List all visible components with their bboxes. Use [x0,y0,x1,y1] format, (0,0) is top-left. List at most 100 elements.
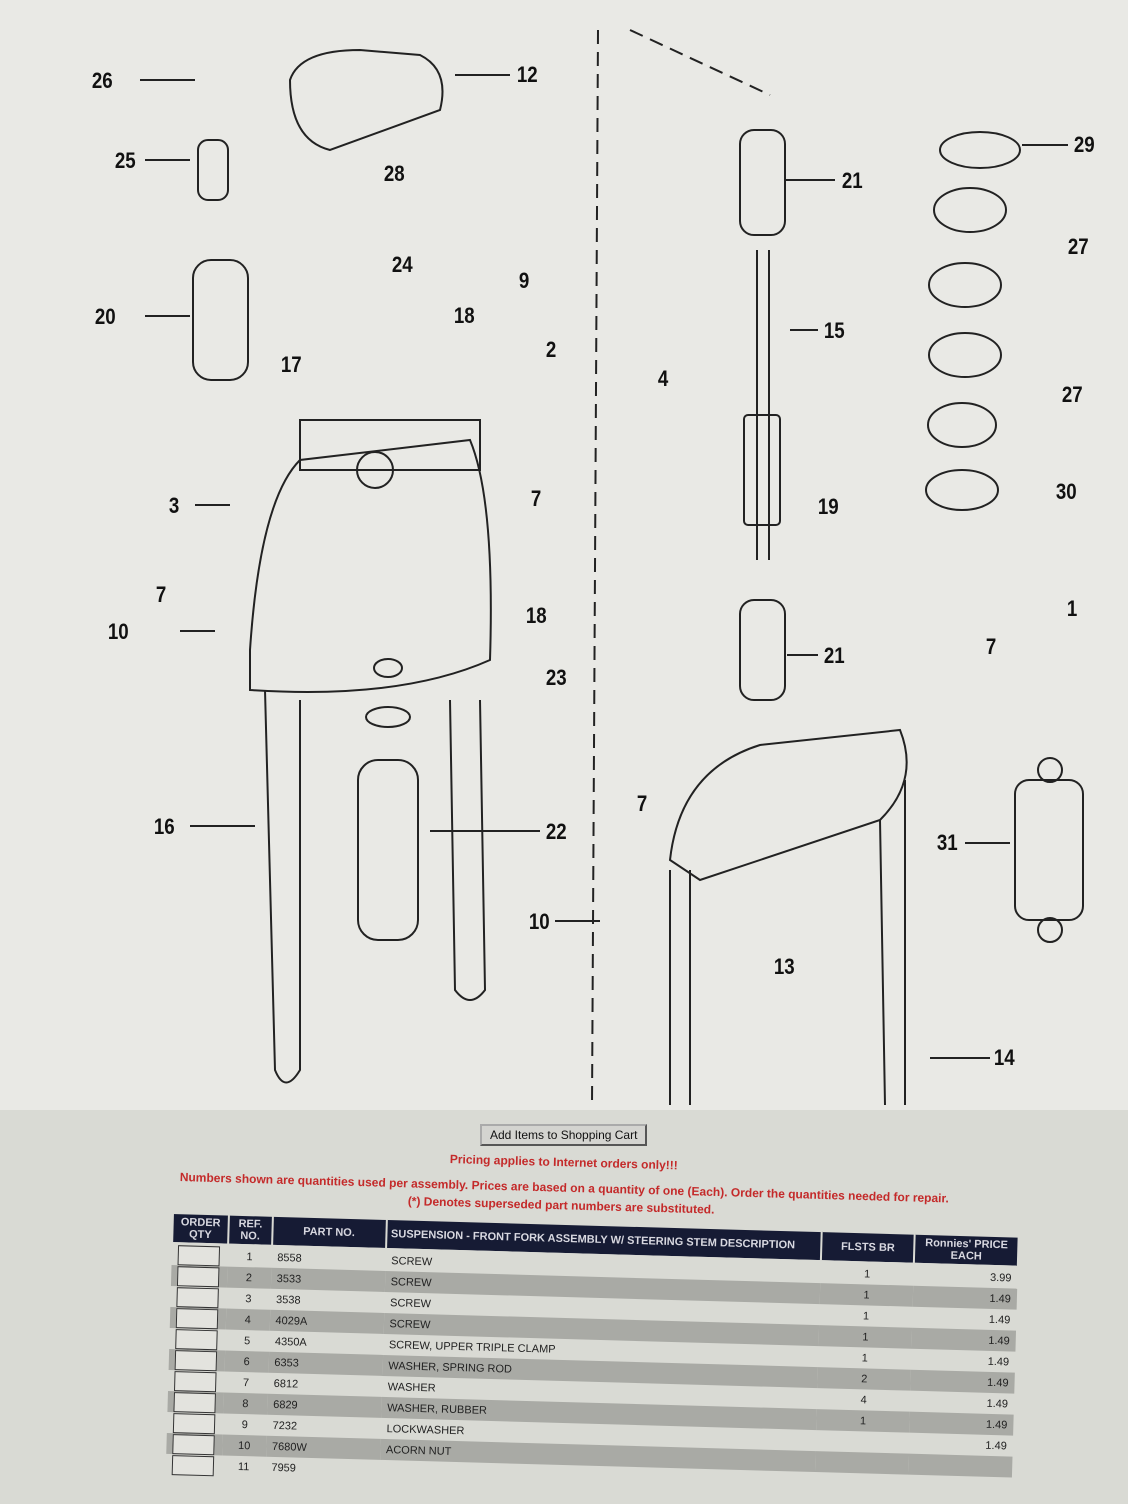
flsts-qty: 1 [819,1283,914,1307]
ref-no: 1 [246,1250,253,1263]
ref-no: 11 [237,1460,250,1473]
ref-no: 9 [241,1418,249,1431]
flsts-qty: 1 [816,1409,910,1433]
order-qty-input[interactable] [172,1412,216,1434]
flsts-qty [814,1472,908,1496]
callout-7: 7 [155,582,167,607]
callout-30: 30 [1055,479,1077,504]
callout-20: 20 [94,304,116,329]
order-qty-cell [172,1243,229,1267]
callout-3: 3 [168,493,180,518]
order-qty-cell [166,1432,223,1456]
ref-no: 10 [222,1434,267,1457]
price-each: 1.49 [912,1285,1018,1310]
price-each: 1.49 [986,1397,1009,1410]
callout-9: 9 [518,268,530,293]
callout-1: 1 [1066,596,1078,621]
order-qty-input[interactable] [174,1349,218,1371]
ref-no: 3 [245,1292,252,1305]
header-flsts-br: FLSTS BR [820,1231,915,1264]
order-qty-cell [166,1454,223,1477]
callout-7: 7 [636,791,648,816]
price-each: 1.49 [909,1411,1014,1436]
flsts-qty: 1 [861,1351,869,1364]
flsts-qty: 4 [860,1393,867,1406]
price-each: 3.99 [989,1271,1012,1284]
callout-18: 18 [525,603,547,628]
header-ref-no: REF. NO. [228,1214,273,1246]
flsts-qty [816,1430,910,1454]
header-part-no: PART NO. [271,1215,387,1249]
order-qty-cell [168,1348,226,1372]
callout-25: 25 [114,148,136,173]
callout-24: 24 [391,252,413,277]
order-qty-input[interactable] [171,1454,215,1476]
order-qty-input[interactable] [174,1370,217,1392]
price-each [908,1453,1013,1478]
ref-no: 8 [223,1392,268,1415]
flsts-qty: 2 [817,1367,912,1391]
order-qty-cell [170,1286,227,1309]
callout-27: 27 [1061,382,1083,407]
order-qty-input[interactable] [173,1391,216,1413]
callout-14: 14 [993,1045,1015,1070]
order-qty-cell [169,1306,227,1330]
header-order-qty: ORDER QTY [172,1213,229,1245]
callout-18: 18 [453,303,475,328]
order-qty-cell [167,1390,224,1414]
flsts-qty [814,1451,909,1475]
price-each: 1.49 [910,1369,1015,1394]
callout-23: 23 [545,665,567,690]
header-price-each: Ronnies' PRICE EACH [914,1233,1019,1267]
callout-16: 16 [153,814,175,839]
callout-29: 29 [1073,132,1095,157]
order-qty-input[interactable] [176,1265,220,1287]
order-qty-input[interactable] [172,1433,215,1455]
callout-19: 19 [817,494,839,519]
price-each: 1.49 [911,1327,1017,1352]
part-no: 8558 [277,1251,302,1265]
order-qty-cell [168,1370,225,1393]
ref-no: 4 [225,1308,270,1331]
order-qty-input[interactable] [175,1307,219,1329]
callout-2: 2 [545,337,557,362]
price-each [908,1475,1012,1499]
price-each: 1.49 [987,1355,1010,1368]
order-qty-input[interactable] [175,1328,218,1350]
ref-no: 5 [243,1334,251,1347]
callout-27: 27 [1067,234,1089,259]
callout-21: 21 [841,168,863,193]
callout-4: 4 [657,366,669,391]
ref-no: 2 [226,1266,271,1289]
ref-no: 6 [224,1350,269,1373]
order-qty-cell [170,1265,228,1288]
callout-7: 7 [985,634,997,659]
price-each: 1.49 [988,1313,1011,1326]
flsts-qty: 1 [863,1267,871,1281]
callout-26: 26 [91,68,113,93]
callout-31: 31 [936,830,958,855]
add-to-cart-button[interactable]: Add Items to Shopping Cart [480,1124,648,1146]
callout-22: 22 [545,819,567,844]
order-qty-cell [169,1328,226,1351]
callout-10: 10 [107,619,129,644]
parts-table: ORDER QTY REF. NO. PART NO. SUSPENSION -… [165,1212,1020,1499]
callout-13: 13 [773,954,795,979]
callout-21: 21 [823,643,845,668]
price-each: 1.49 [985,1439,1007,1452]
callout-10: 10 [528,909,550,934]
order-qty-input[interactable] [177,1244,221,1266]
part-no: 7959 [271,1461,297,1475]
callout-15: 15 [823,318,845,343]
callout-12: 12 [516,62,538,87]
flsts-qty: 1 [862,1309,870,1323]
callout-28: 28 [383,161,405,186]
ref-no: 7 [242,1376,250,1389]
notice-internet-pricing: Pricing applies to Internet orders only!… [449,1152,678,1173]
diagram-drawing [140,29,1084,1106]
callout-17: 17 [280,352,302,377]
callout-7: 7 [530,486,542,511]
order-qty-input[interactable] [176,1286,219,1308]
order-qty-cell [167,1412,224,1435]
